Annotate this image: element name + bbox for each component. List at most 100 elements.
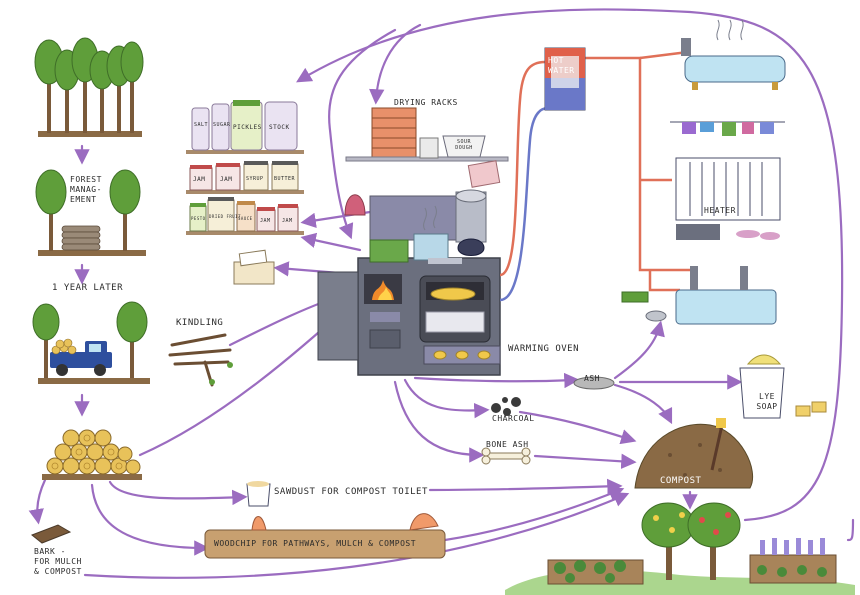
scrubber-icon: [645, 310, 667, 322]
label-woodchip: WOODCHIP FOR PATHWAYS, MULCH & COMPOST: [214, 539, 417, 548]
arrow-boneash-to-compost: [533, 453, 637, 470]
washing-tub: [621, 266, 777, 325]
tap-icon: [681, 38, 691, 56]
jar-label: SYRUP: [246, 176, 264, 182]
label-ash: ASH: [584, 374, 600, 383]
pickup-truck-icon: [50, 338, 112, 376]
clothesline: [670, 121, 785, 136]
arrow-stove-to-pantry-lower: [300, 232, 362, 252]
arrow-charcoal-to-compost: [518, 410, 637, 445]
oven-tray: [425, 311, 485, 333]
arrow-woodpile-to-bark: [28, 478, 47, 525]
tap-icon: [690, 266, 698, 290]
jar-label: SAUCE: [238, 216, 253, 221]
jar-label: SALT: [194, 122, 209, 128]
sourdough-bowl: [442, 135, 486, 158]
woodchip-log: [204, 513, 446, 559]
jar-label: PESTO: [191, 216, 206, 221]
garden: [505, 502, 855, 595]
hot-pipe-main: [585, 56, 690, 272]
boots-icon: [676, 224, 720, 240]
oven-mitt: [344, 194, 366, 216]
arrow-top-to-stove: [328, 28, 397, 240]
fruit-tree: [641, 502, 695, 548]
ash-pile: [573, 376, 615, 390]
label-forest-management: FOREST MANAG- EMENT: [70, 175, 102, 204]
arrow-woodpile-to-sawdust: [108, 480, 248, 506]
arrow-sawdust-to-compost: [428, 478, 623, 495]
arrow-ash-to-compost: [613, 383, 673, 425]
bark-pile: [31, 524, 72, 544]
label-compost: COMPOST: [660, 476, 702, 486]
jar-label: JAM: [220, 176, 233, 183]
drying-racks: [371, 107, 417, 159]
fruit-tree: [687, 502, 741, 548]
label-charcoal: CHARCOAL: [492, 414, 535, 423]
jar-label: JAM: [193, 176, 206, 183]
label-kindling: KINDLING: [176, 318, 224, 328]
lye-soap-bucket: [739, 354, 827, 419]
hot-water-tank: [544, 47, 586, 111]
jar-label: JAM: [260, 218, 271, 224]
wood-stove: [317, 189, 501, 376]
soap-bar-icon: [795, 405, 811, 417]
arrow-stove-to-ash: [413, 372, 580, 389]
jar-label: BUTTER: [274, 176, 296, 182]
woodpile: [42, 429, 142, 480]
pitchfork-icon: [710, 424, 724, 471]
water-pipes: [499, 50, 690, 302]
kindling-sticks: [168, 333, 233, 387]
sawdust-bucket: [246, 481, 271, 507]
slippers-icon: [736, 230, 760, 238]
label-heater: HEATER: [704, 206, 736, 215]
jar-label: SUGAR: [213, 122, 231, 128]
pantry-shelves: [186, 100, 304, 235]
arrow-garden-loop-to-top: [296, 8, 844, 522]
arrow-bark-to-garden: [83, 492, 630, 579]
arrow-right-edge: [846, 518, 855, 542]
sponge-icon: [621, 291, 649, 303]
arrow-woodpile-to-woodchip: [90, 483, 210, 556]
jar-label: DRIED FRUIT: [209, 214, 241, 219]
label-lye-soap: LYE SOAP: [756, 392, 778, 411]
arrow-stove-to-boneash: [393, 380, 485, 463]
bathtub: [681, 19, 786, 90]
jar-label: JAM: [282, 218, 293, 224]
jar-label: STOCK: [269, 124, 290, 131]
tea-towel: [467, 160, 501, 188]
label-sawdust: SAWDUST FOR COMPOST TOILET: [274, 487, 428, 497]
cold-pipe-tank-to-stove: [499, 106, 549, 302]
arrow-to-drying-racks: [369, 23, 422, 105]
arrow-woodchip-to-compost: [443, 486, 625, 542]
flow-arrows: [28, 8, 855, 579]
arrow-ash-to-washing: [613, 320, 665, 380]
firebox-door: [317, 271, 359, 361]
label-bark: BARK - FOR MULCH & COMPOST: [34, 547, 82, 576]
green-pot: [369, 239, 409, 263]
recipe-box-icon: [233, 249, 275, 285]
compost-heap: [634, 418, 754, 489]
label-drying-racks: DRYING RACKS: [394, 98, 458, 107]
small-jar: [419, 137, 439, 159]
jar-label: SOUR DOUGH: [455, 139, 473, 151]
bread-loaf: [430, 287, 476, 301]
label-bone-ash: BONE ASH: [486, 440, 529, 449]
jar-label: PICKLES: [233, 124, 262, 131]
water-pot: [413, 233, 449, 261]
stove-back-panel: [369, 195, 457, 241]
forest-management-scene: [35, 169, 146, 256]
kettle-icon: [457, 238, 485, 256]
soap-bar-icon: [811, 401, 827, 413]
label-hot-water: HOT WATER: [548, 56, 575, 75]
bone-icon: [481, 447, 531, 465]
forest-trees: [34, 37, 144, 137]
truck-scene: [32, 301, 150, 384]
tap-icon: [740, 266, 748, 290]
charcoal-lumps: [491, 397, 521, 416]
arrow-stove-to-charcoal: [403, 378, 490, 419]
heater-radiator: [675, 157, 781, 240]
hot-pipe-stove-to-tank: [499, 60, 546, 277]
label-warming-oven: WARMING OVEN: [508, 344, 580, 354]
